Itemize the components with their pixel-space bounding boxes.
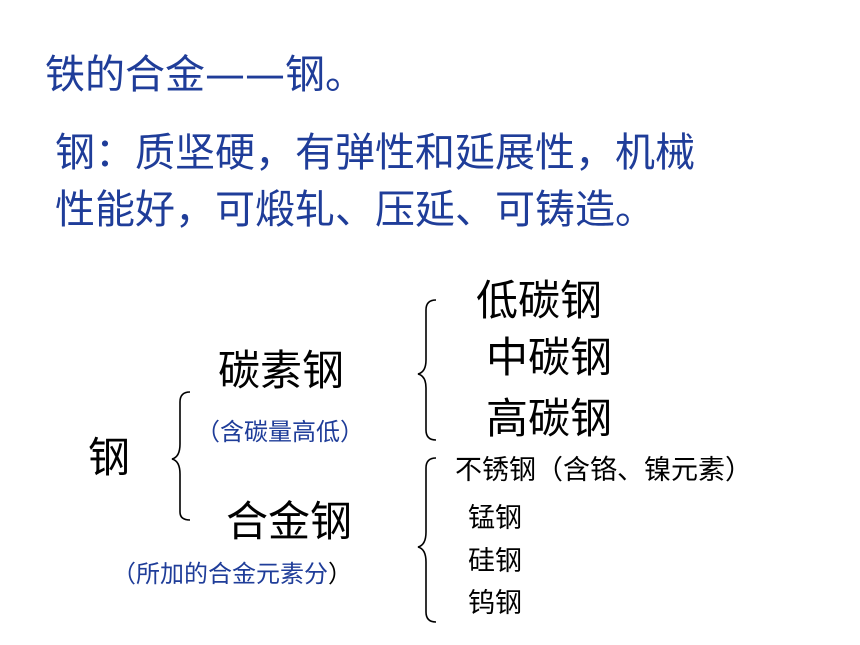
tungsten-steel: 钨钢 xyxy=(468,588,522,619)
silicon-steel: 硅钢 xyxy=(468,546,522,577)
high-carbon-steel: 高碳钢 xyxy=(486,394,613,443)
description-line-1: 钢：质坚硬，有弹性和延展性，机械 xyxy=(55,130,695,176)
root-brace xyxy=(171,391,191,521)
carbon-brace xyxy=(417,299,437,441)
alloy-steel-basis: （所加的合金元素分） xyxy=(112,562,352,586)
carbon-steel-basis: （含碳量高低） xyxy=(196,418,364,446)
description-line-2: 性能好，可煅轧、压延、可铸造。 xyxy=(55,187,655,233)
medium-carbon-steel: 中碳钢 xyxy=(486,333,613,382)
root-label-steel: 钢 xyxy=(88,433,131,482)
carbon-steel-label: 碳素钢 xyxy=(218,346,345,395)
alloy-basis-close: ） xyxy=(328,560,352,588)
manganese-steel: 锰钢 xyxy=(468,503,522,534)
alloy-basis-text: （所加的合金元素分 xyxy=(112,560,328,588)
alloy-steel-label: 合金钢 xyxy=(226,497,353,546)
low-carbon-steel: 低碳钢 xyxy=(476,276,603,325)
slide-title: 铁的合金——钢。 xyxy=(45,52,365,98)
stainless-steel: 不锈钢（含铬、镍元素） xyxy=(455,455,752,486)
alloy-brace xyxy=(417,457,437,623)
